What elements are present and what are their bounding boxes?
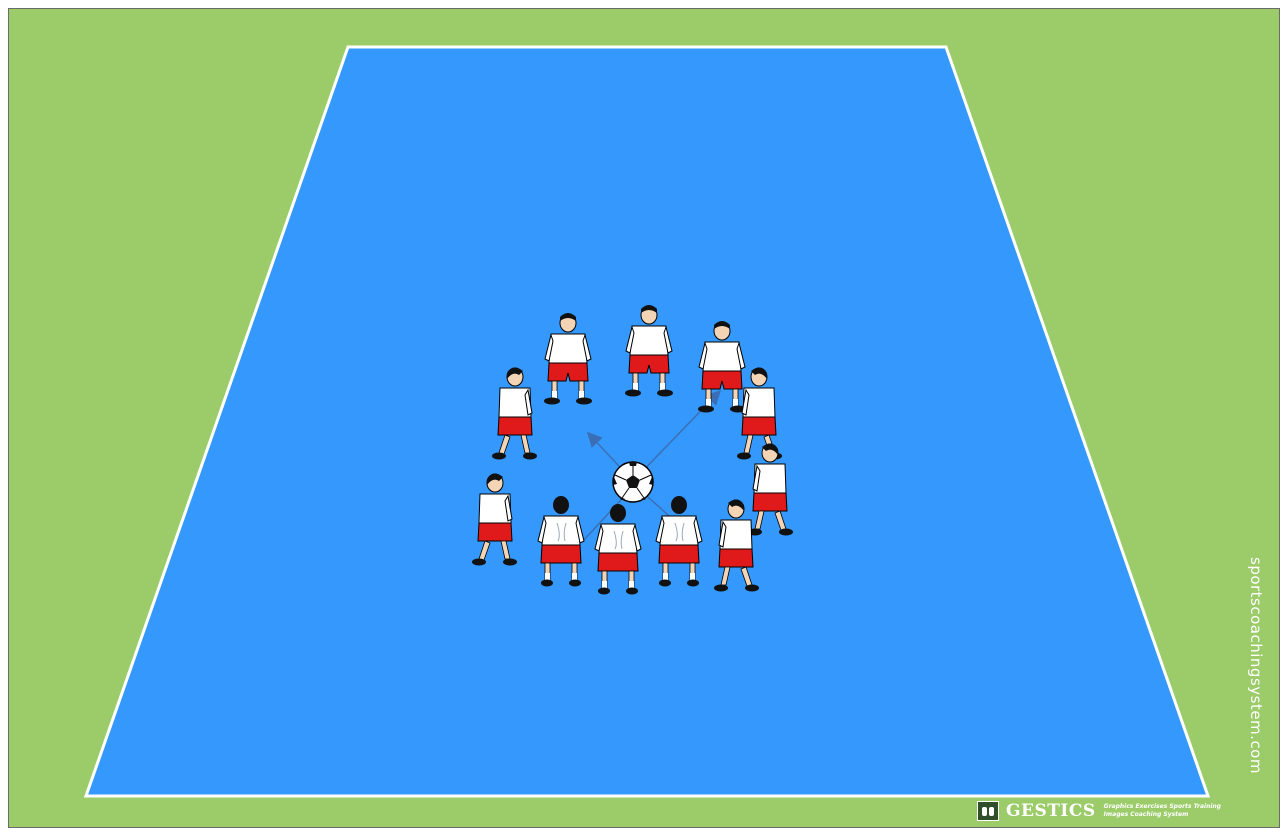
logo-name: GESTICS [1006, 801, 1096, 821]
gestics-logo-icon [977, 801, 999, 821]
logo-tagline-line-2: Images Coaching System [1104, 811, 1221, 819]
gestics-logo: GESTICS Graphics Exercises Sports Traini… [977, 801, 1221, 821]
futsal-court [86, 47, 1208, 796]
watermark-url: sportscoachingsystem.com [1247, 557, 1265, 774]
logo-tagline: Graphics Exercises Sports Training Image… [1104, 803, 1221, 819]
diagram-frame: sportscoachingsystem.com GESTICS Graphic… [8, 8, 1280, 828]
logo-tagline-line-1: Graphics Exercises Sports Training [1104, 803, 1221, 811]
soccer-ball-icon [613, 462, 653, 502]
futsal-court-diagram [9, 9, 1280, 828]
